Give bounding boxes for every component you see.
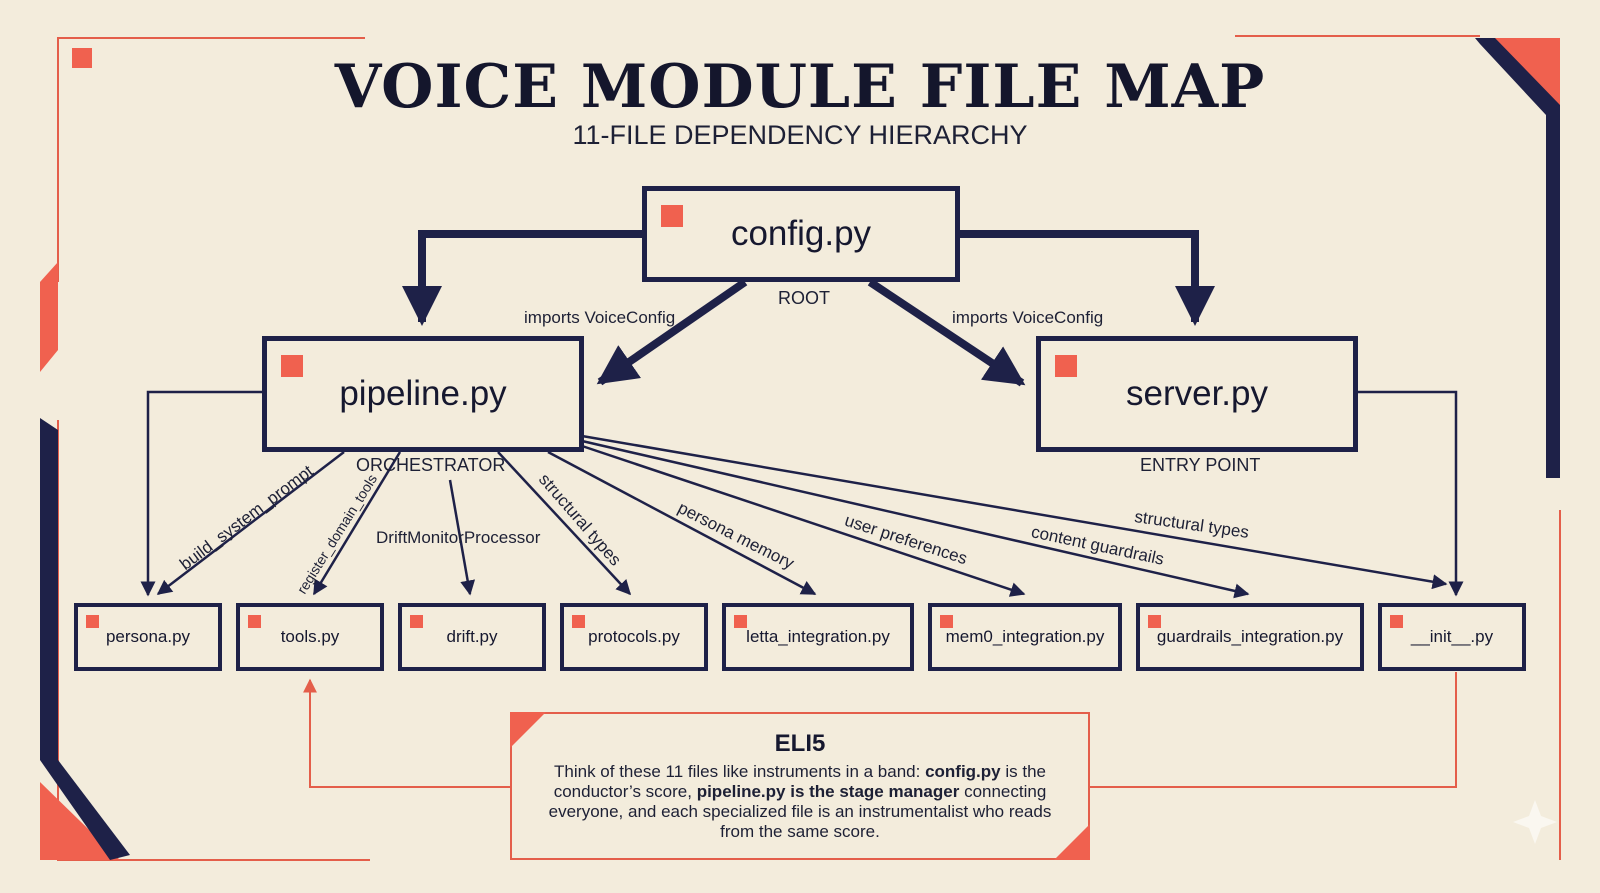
node-drift-label: drift.py <box>446 627 498 646</box>
node-tools[interactable]: tools.py <box>236 603 384 671</box>
eli5-corner-accent <box>1054 824 1090 860</box>
node-mem0-label: mem0_integration.py <box>945 627 1105 646</box>
accent-square <box>86 615 99 628</box>
node-protocols-label: protocols.py <box>588 627 680 646</box>
eli5-text-bold: config.py <box>925 762 1001 781</box>
eli5-connectors <box>303 672 1457 788</box>
eli5-heading: ELI5 <box>774 730 826 757</box>
accent-square <box>248 615 261 628</box>
eli5-text-part: from the same score. <box>720 822 880 841</box>
node-mem0-integration[interactable]: mem0_integration.py <box>928 603 1122 671</box>
node-tools-label: tools.py <box>280 627 340 646</box>
accent-square <box>1148 615 1161 628</box>
role-root: ROOT <box>778 288 830 308</box>
node-letta-label: letta_integration.py <box>746 627 890 646</box>
node-persona-label: persona.py <box>105 627 191 646</box>
edge-label-drift: DriftMonitorProcessor <box>376 528 541 547</box>
eli5-corner-accent <box>510 712 546 748</box>
node-pipeline[interactable]: pipeline.py <box>262 336 584 452</box>
eli5-text-bold: pipeline.py is the stage manager <box>696 782 960 801</box>
node-pipeline-label: pipeline.py <box>339 374 507 413</box>
eli5-text-part: conductor’s score, <box>553 782 697 801</box>
config-edges <box>402 230 1215 387</box>
node-protocols[interactable]: protocols.py <box>560 603 708 671</box>
accent-square <box>1055 355 1077 377</box>
node-persona[interactable]: persona.py <box>74 603 222 671</box>
accent-square <box>281 355 303 377</box>
accent-square <box>410 615 423 628</box>
eli5-text-part: everyone, and each specialized file is a… <box>548 802 1052 821</box>
node-letta-integration[interactable]: letta_integration.py <box>722 603 914 671</box>
node-server-label: server.py <box>1126 374 1268 413</box>
pipeline-edges <box>140 390 1464 599</box>
page-subtitle: 11-FILE DEPENDENCY HIERARCHY <box>572 120 1028 150</box>
node-init-label: __init__.py <box>1410 627 1494 646</box>
eli5-text: Think of these 11 files like instruments… <box>540 762 1060 842</box>
node-guardrails-integration[interactable]: guardrails_integration.py <box>1136 603 1364 671</box>
page-title: VOICE MODULE FILE MAP <box>334 52 1266 122</box>
accent-square <box>1390 615 1403 628</box>
accent-square <box>734 615 747 628</box>
node-config[interactable]: config.py <box>642 186 960 282</box>
node-config-label: config.py <box>730 214 872 253</box>
role-orchestrator: ORCHESTRATOR <box>356 455 506 475</box>
node-server[interactable]: server.py <box>1036 336 1358 452</box>
sparkle-icon <box>1513 800 1557 844</box>
node-init[interactable]: __init__.py <box>1378 603 1526 671</box>
eli5-text-part: connecting <box>959 782 1047 801</box>
node-guardrails-label: guardrails_integration.py <box>1156 627 1344 646</box>
accent-square <box>661 205 683 227</box>
accent-square <box>940 615 953 628</box>
edge-label-config-pipeline: imports VoiceConfig <box>524 308 676 327</box>
eli5-text-part: is the <box>1000 762 1046 781</box>
role-entry-point: ENTRY POINT <box>1140 455 1261 475</box>
eli5-panel: ELI5 Think of these 11 files like instru… <box>510 712 1090 860</box>
edge-label-config-server: imports VoiceConfig <box>952 308 1104 327</box>
decorative-frame <box>40 35 1561 861</box>
accent-square <box>572 615 585 628</box>
node-drift[interactable]: drift.py <box>398 603 546 671</box>
eli5-text-part: Think of these 11 files like instruments… <box>554 762 926 781</box>
